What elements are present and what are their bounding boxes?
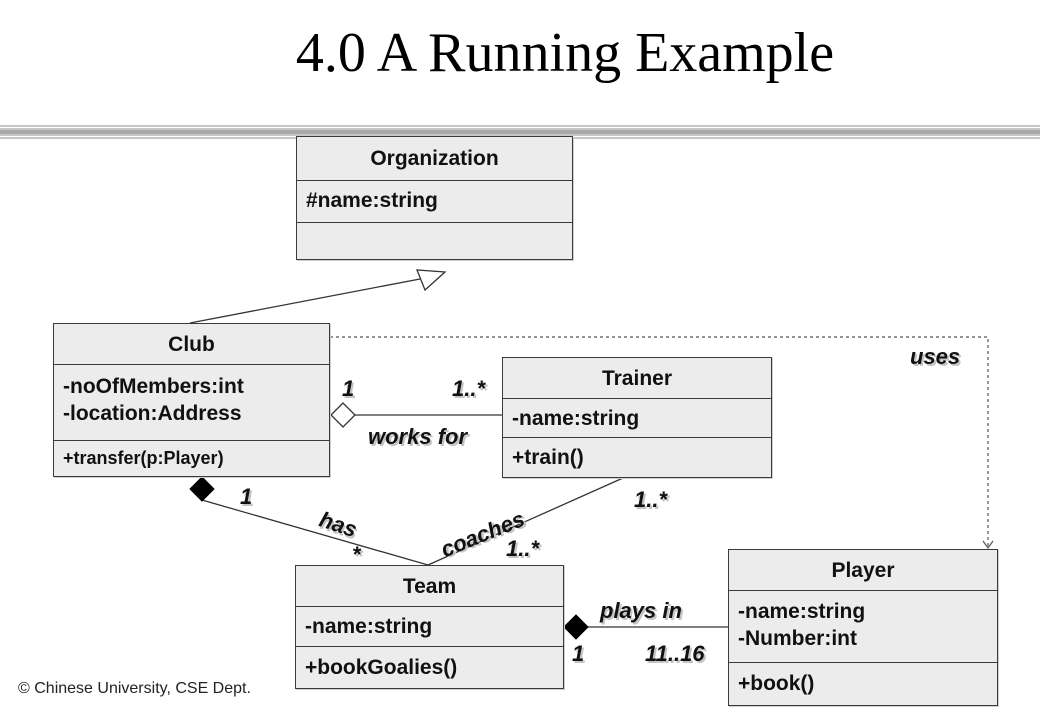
attribute: -noOfMembers:int [63,375,244,398]
coaches-trainer-multiplicity: 1..* [634,487,668,512]
plays-in-player-multiplicity: 11..16 [645,641,705,666]
uses-arrowhead [982,540,994,550]
works-for-trainer-multiplicity: 1..* [452,376,486,401]
operation: +transfer(p:Player) [63,448,224,468]
attributes-section: -noOfMembers:int -location:Address [54,365,329,441]
has-line [201,499,429,566]
attributes-section: -name:string [296,607,563,647]
uses-label: uses [910,344,961,369]
class-name: Player [729,550,997,591]
operations-section: +bookGoalies() [296,647,563,688]
class-name: Team [296,566,563,607]
class-name: Trainer [503,358,771,399]
has-composition-diamond [189,476,215,502]
works-for-club-multiplicity: 1 [342,376,355,401]
attribute: -name:string [512,407,640,430]
title-divider [0,125,1040,139]
has-team-multiplicity: * [352,542,361,567]
class-name: Organization [297,137,572,181]
attribute: -Number:int [738,627,857,650]
aggregation-diamond [330,402,356,428]
attribute: -name:string [305,615,433,638]
generalization-arrowhead [416,269,447,292]
operations-section: +book() [729,663,997,705]
coaches-team-multiplicity: 1..* [506,536,540,561]
operation: +train() [512,446,584,469]
has-club-multiplicity: 1 [240,484,253,509]
operations-section: +transfer(p:Player) [54,441,329,476]
attribute: -name:string [738,600,866,623]
class-organization[interactable]: Organization #name:string [296,136,573,260]
footer-text: Chinese University, CSE Dept. [34,680,251,697]
class-name: Club [54,324,329,365]
slide-title: 4.0 A Running Example [295,22,835,84]
attributes-section: #name:string [297,181,572,223]
operations-section: +train() [503,438,771,477]
uses-dependency-line [330,336,989,548]
attributes-section: -name:string [503,399,771,438]
attribute: #name:string [306,189,438,212]
footer: © Chinese University, CSE Dept. [18,680,251,698]
attribute: -location:Address [63,402,242,425]
plays-in-team-multiplicity: 1 [572,641,585,666]
attributes-section: -name:string -Number:int [729,591,997,663]
coaches-line [427,477,624,566]
plays-in-composition-diamond [563,614,589,640]
operations-section [297,223,572,259]
class-club[interactable]: Club -noOfMembers:int -location:Address … [53,323,330,477]
generalization-line [189,278,421,324]
plays-in-label: plays in [600,598,682,623]
class-player[interactable]: Player -name:string -Number:int +book() [728,549,998,706]
class-trainer[interactable]: Trainer -name:string +train() [502,357,772,478]
class-team[interactable]: Team -name:string +bookGoalies() [295,565,564,689]
works-for-label: works for [368,424,468,449]
operation: +book() [738,672,815,695]
copyright-icon: © [18,680,30,697]
operation: +bookGoalies() [305,656,458,679]
